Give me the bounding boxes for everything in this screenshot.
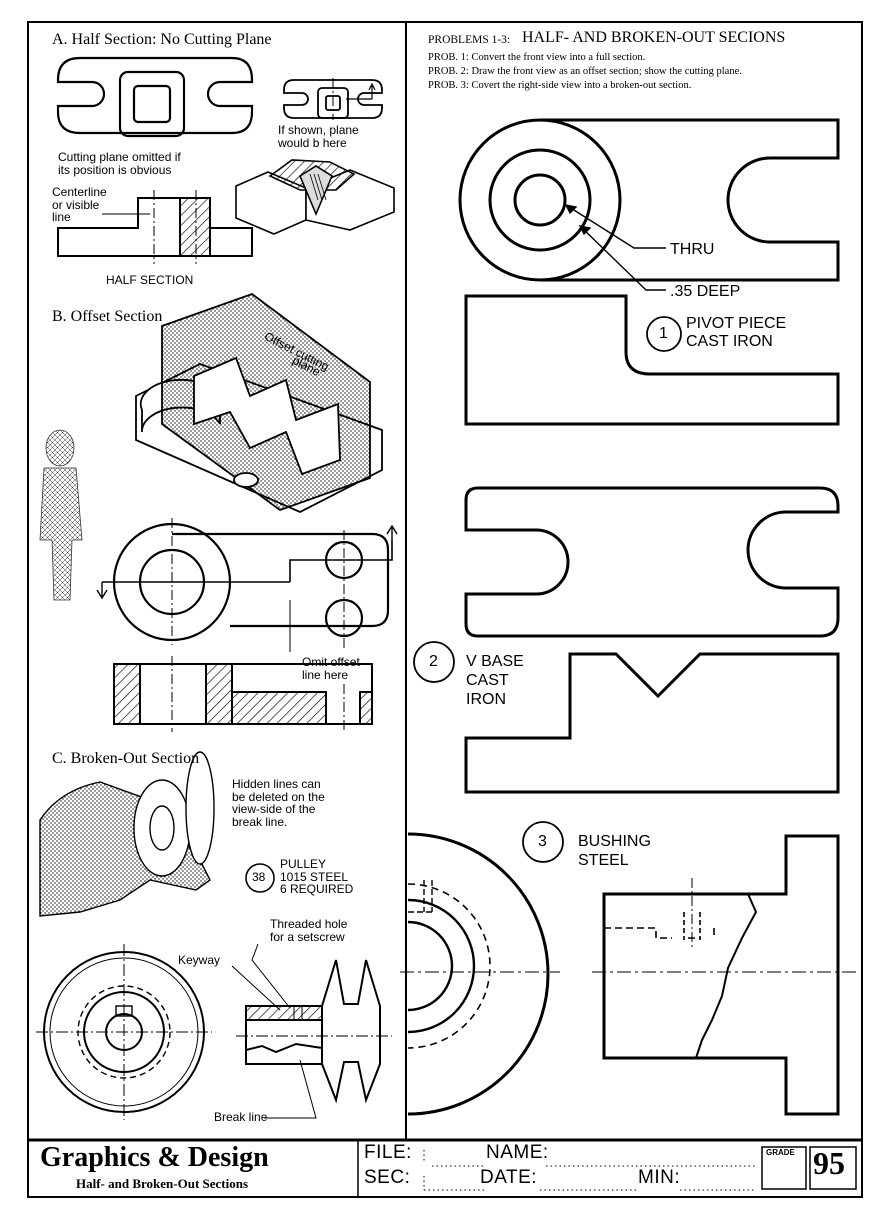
prob1-top-view [458,118,840,282]
part-38-number: 38 [252,870,266,884]
problems-heading-prefix: PROBLEMS 1-3: [428,34,511,46]
name-field-label: NAME: [486,1142,549,1163]
prob1-thru-label: THRU [670,241,715,258]
section-b-section-view [113,656,373,732]
title-block-dotted-lines [423,1150,756,1191]
problem-3-instruction: PROB. 3: Covert the right-side view into… [428,80,692,91]
section-c-hand-photo [39,751,215,917]
sheet-border [27,21,863,1198]
prob3-side-view [592,834,860,1116]
grade-box [761,1146,807,1190]
grade-label: GRADE [766,1148,795,1157]
prob3-end-view [400,832,560,1116]
section-b-front-view [96,518,398,652]
section-b-title: B. Offset Section [52,308,163,325]
prob2-front-view [464,652,840,794]
prob1-number-circle [646,316,682,352]
note-omit-offset: Omit offset line here [302,655,360,682]
prob2-top-view [464,486,840,638]
part-38-description: PULLEY 1015 STEEL 6 REQUIRED [280,857,354,897]
file-field-label: FILE: [364,1142,412,1163]
section-a-title: A. Half Section: No Cutting Plane [52,31,272,48]
section-c-pulley-front [36,944,212,1120]
note-if-shown: If shown, plane would b here [278,123,359,150]
section-b-isometric [135,292,383,513]
prob2-number-circle [413,641,455,683]
problem-1-instruction: PROB. 1: Convert the front view into a f… [428,52,646,63]
part-38-circle [245,863,275,893]
prob2-number: 2 [429,653,438,670]
prob1-number: 1 [659,325,668,342]
section-a-small-plate [283,78,383,120]
label-half-section: HALF SECTION [106,273,194,287]
note-centerline: Centerline or visible line [52,185,107,225]
prob1-leaders [564,204,666,291]
section-a-isometric [235,159,395,235]
note-cutting-plane-omitted: Cutting plane omitted if its position is… [58,150,181,177]
date-field-label: DATE: [480,1167,538,1188]
sec-field-label: SEC: [364,1167,411,1188]
prob1-description: PIVOT PIECE CAST IRON [686,315,787,350]
label-keyway: Keyway [178,953,221,967]
section-c-leaders [231,943,317,1119]
prob2-description: V BASE CAST IRON [466,653,524,709]
prob1-deep-label: .35 DEEP [670,283,741,300]
section-c-title: C. Broken-Out Section [52,750,200,767]
brand-title: Graphics & Design [40,1142,269,1173]
page-number-box [809,1146,857,1190]
sheet-subtitle: Half- and Broken-Out Sections [76,1176,249,1191]
problems-heading-title: HALF- AND BROKEN-OUT SECIONS [522,29,786,46]
label-break-line: Break line [214,1110,268,1124]
section-b-figure [39,429,83,601]
prob3-number: 3 [538,833,547,850]
page-number: 95 [813,1145,845,1181]
note-hidden-lines: Hidden lines can be deleted on the view-… [232,777,325,829]
prob3-description: BUSHING STEEL [578,833,651,870]
section-a-half-section [57,190,253,264]
section-a-front-plate [56,56,254,138]
prob1-front-view [464,294,840,426]
section-c-pulley-side [236,959,392,1104]
problem-2-instruction: PROB. 2: Draw the front view as an offse… [428,66,742,77]
note-threaded-hole: Threaded hole for a setscrew [270,917,348,944]
prob3-number-circle [522,821,564,863]
min-field-label: MIN: [638,1167,681,1188]
